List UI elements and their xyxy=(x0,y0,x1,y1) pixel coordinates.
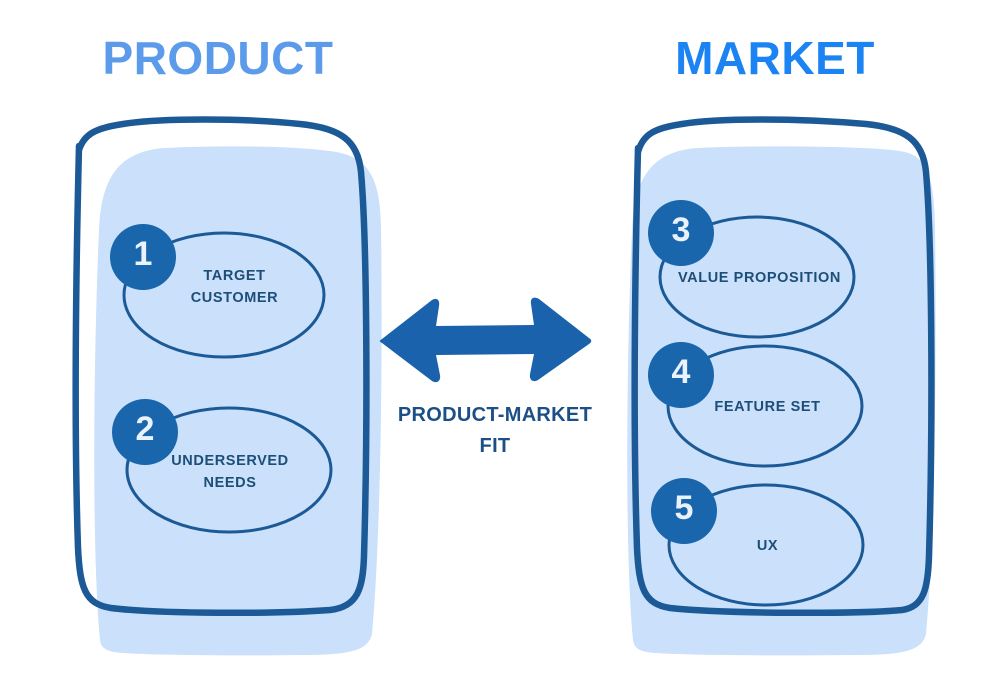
center-caption-line2: FIT xyxy=(479,435,511,457)
node-label-line1: VALUE PROPOSITION xyxy=(677,270,841,286)
center-caption: PRODUCT-MARKET FIT xyxy=(373,400,617,462)
node-value-proposition[interactable] xyxy=(648,200,856,339)
badge-circle-1 xyxy=(110,224,176,290)
node-ellipse-5 xyxy=(667,483,865,607)
node-label-line2: NEEDS xyxy=(203,475,257,492)
badge-circle-3 xyxy=(648,200,714,266)
node-label-ux: UX xyxy=(670,535,865,557)
node-ellipse-2 xyxy=(125,406,333,534)
node-label-line2: CUSTOMER xyxy=(190,290,279,307)
node-ellipse-3 xyxy=(658,215,856,339)
node-feature-set[interactable] xyxy=(648,342,864,468)
node-label-line1: UX xyxy=(756,538,779,554)
badge-number-5: 5 xyxy=(674,489,694,527)
node-target-customer[interactable] xyxy=(110,224,326,359)
double-headed-horizontal-arrow-icon xyxy=(379,297,592,383)
badge-number-3: 3 xyxy=(671,211,691,249)
node-label-value-proposition: VALUE PROPOSITION xyxy=(662,267,857,289)
node-label-line1: FEATURE SET xyxy=(714,399,821,415)
left-panel-outline xyxy=(72,116,370,617)
node-label-underserved-needs: UNDERSERVED NEEDS xyxy=(145,450,315,495)
node-ellipse-4 xyxy=(666,344,864,468)
node-underserved-needs[interactable] xyxy=(112,399,333,534)
node-label-line1: TARGET xyxy=(203,268,266,284)
badge-number-2: 2 xyxy=(135,410,155,448)
node-label-line1: UNDERSERVED xyxy=(171,453,289,469)
badge-number-4: 4 xyxy=(671,353,691,391)
node-ux[interactable] xyxy=(651,478,865,607)
left-panel-group[interactable] xyxy=(72,116,382,656)
node-label-target-customer: TARGET CUSTOMER xyxy=(152,265,317,310)
page-title-market: MARKET xyxy=(675,32,875,84)
node-label-feature-set: FEATURE SET xyxy=(670,396,865,418)
center-caption-line1: PRODUCT-MARKET xyxy=(397,404,593,426)
right-panel-outline xyxy=(631,116,935,617)
badge-circle-5 xyxy=(651,478,717,544)
badge-circle-4 xyxy=(648,342,714,408)
badge-number-1: 1 xyxy=(133,235,153,273)
node-ellipse-1 xyxy=(122,231,326,359)
badge-circle-2 xyxy=(112,399,178,465)
page-title-product: PRODUCT xyxy=(102,32,334,84)
